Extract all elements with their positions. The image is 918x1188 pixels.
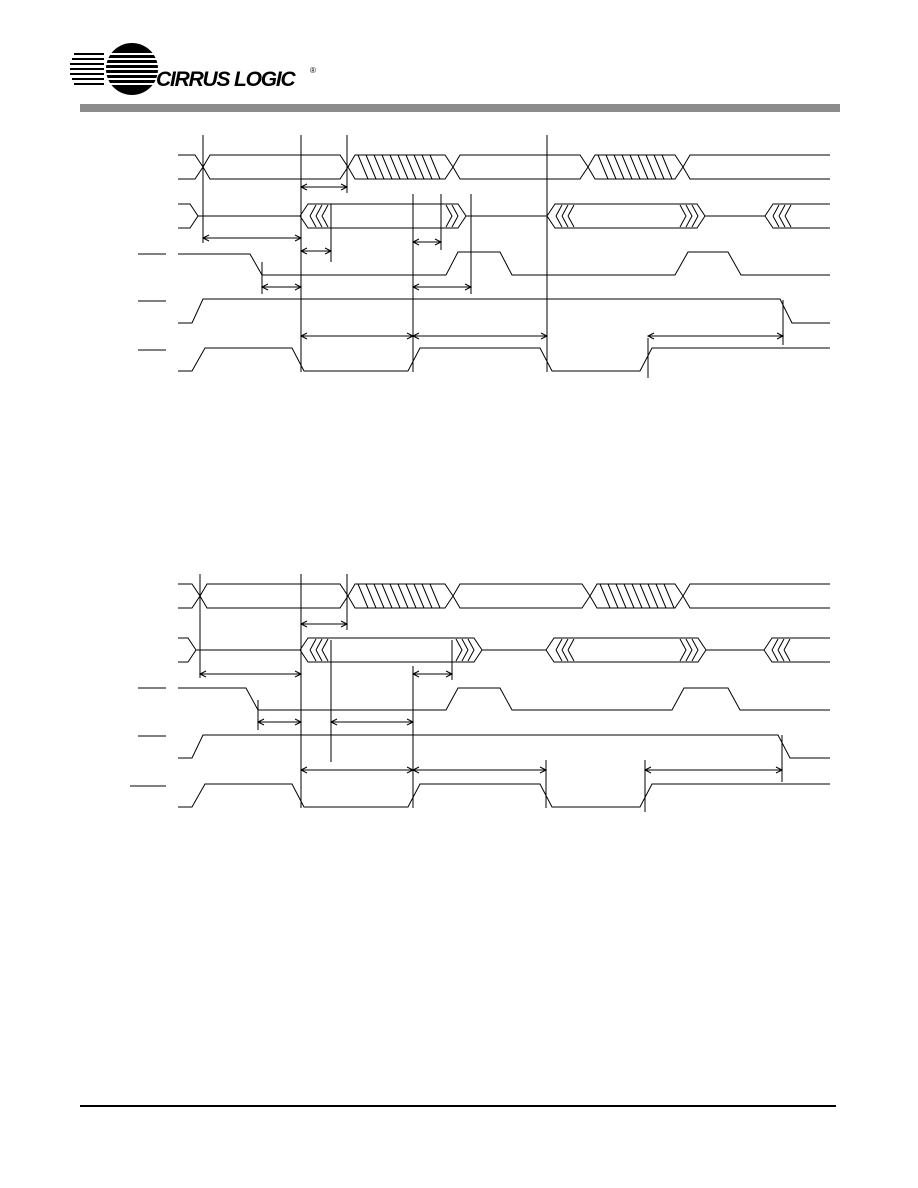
registered-mark: ® [310, 66, 316, 75]
strobe-1-waveform [138, 687, 830, 711]
logo-wordmark: CIRRUS LOGIC [156, 68, 296, 91]
strobe-1-waveform [138, 251, 830, 276]
timing-reference-lines [202, 135, 784, 378]
bus-b-waveform [178, 637, 830, 663]
strobe-3-waveform [130, 783, 830, 808]
timing-arrows [198, 620, 784, 774]
bus-a-waveform [178, 583, 830, 609]
footer-rule [80, 1105, 836, 1107]
timing-diagram-2 [0, 570, 918, 820]
bus-a-waveform [178, 154, 830, 180]
strobe-2-waveform [138, 298, 830, 324]
timing-diagram-1 [0, 125, 918, 385]
logo-swoosh-icon [70, 43, 162, 95]
timing-reference-lines [199, 574, 783, 812]
strobe-3-waveform [138, 347, 830, 372]
cirrus-logic-logo: CIRRUS LOGIC ® [70, 42, 330, 100]
header-bar [80, 104, 840, 112]
timing-arrows [201, 183, 785, 340]
strobe-2-waveform [138, 734, 830, 759]
bus-b-waveform [178, 203, 830, 229]
